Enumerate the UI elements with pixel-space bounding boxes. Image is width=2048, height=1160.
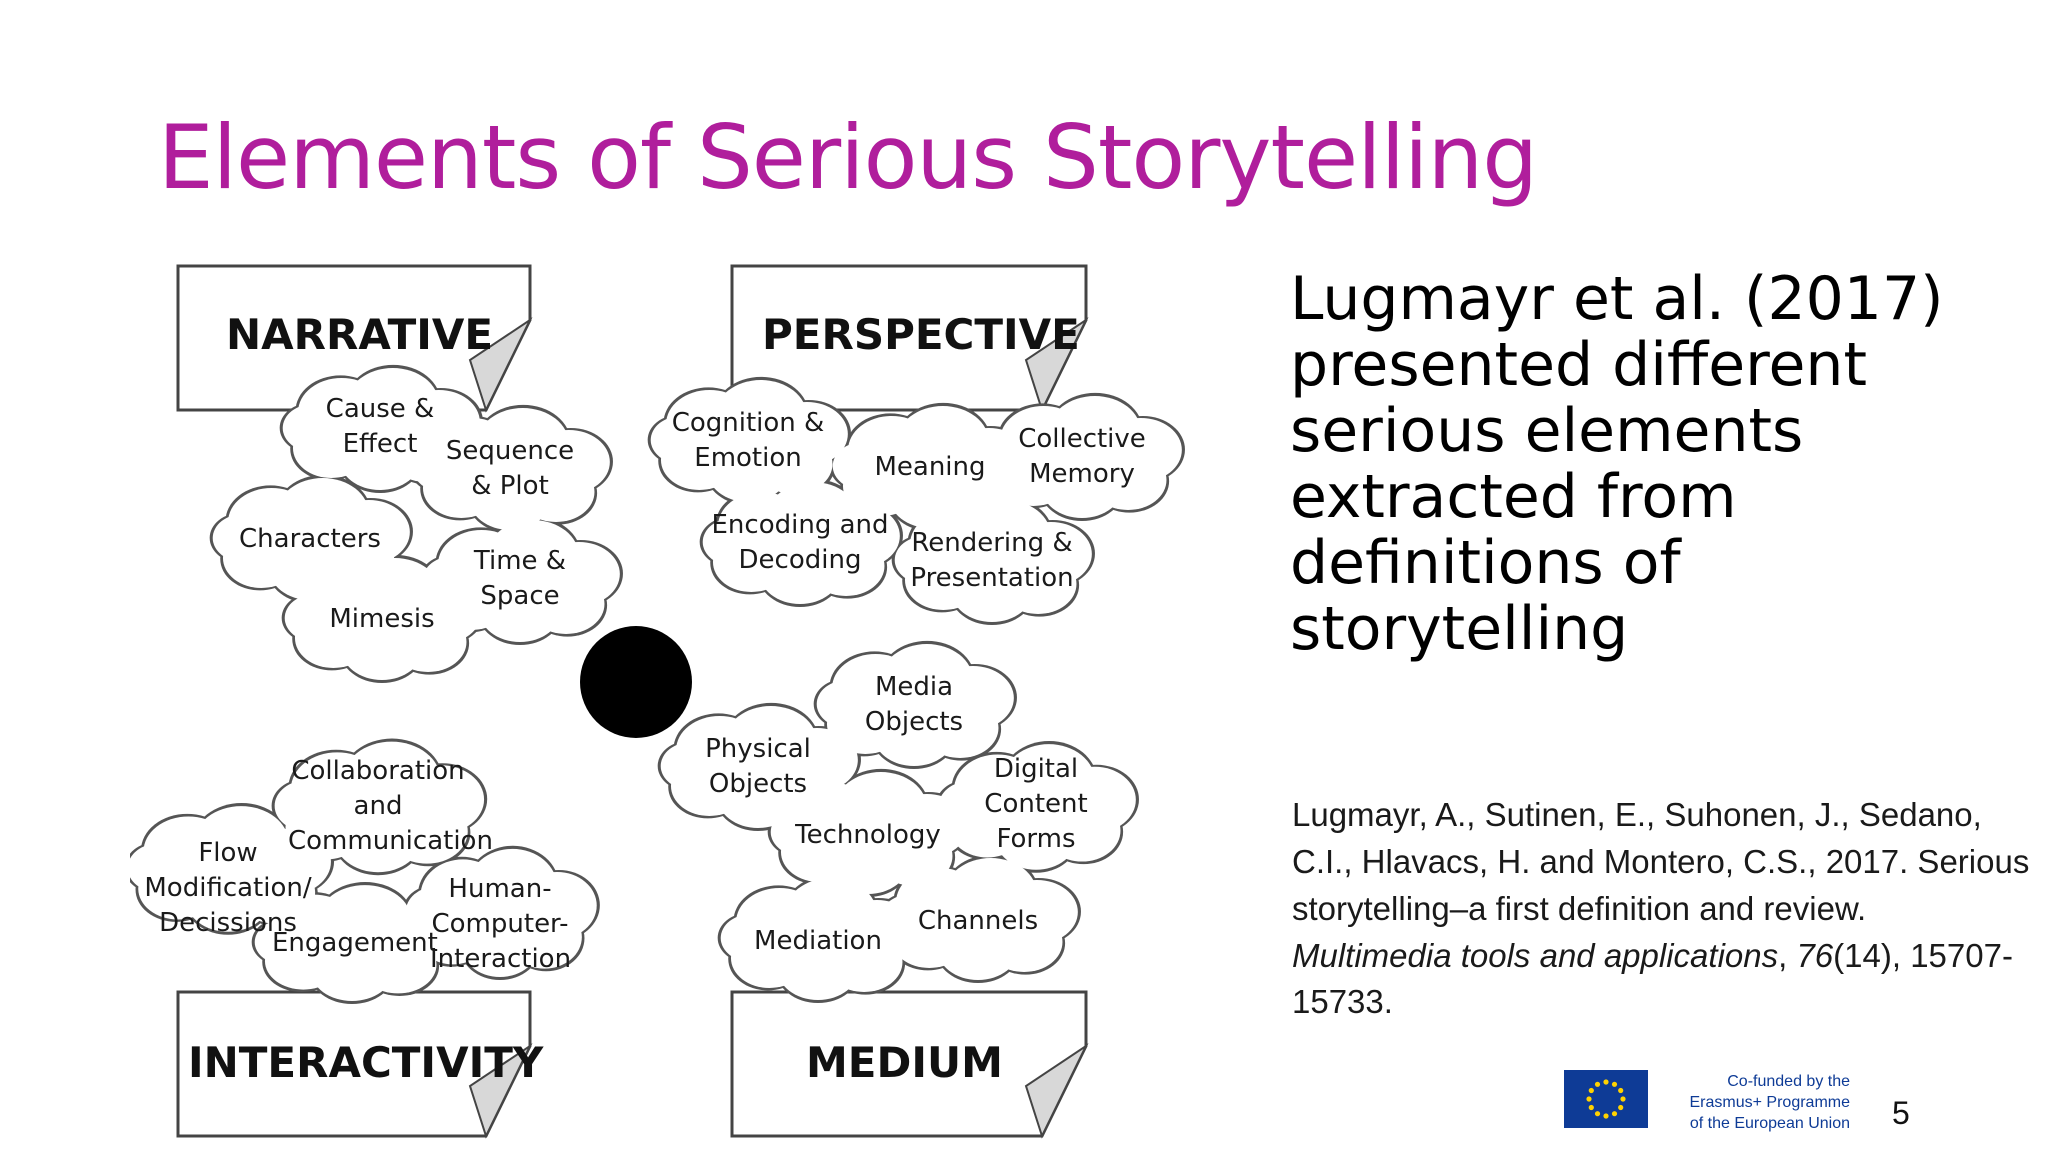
cloud-digital-content-forms: Digital Content Forms [984, 754, 1088, 855]
page-number: 5 [1892, 1095, 1910, 1131]
cloud-channels: Channels [917, 906, 1039, 936]
medium-box [730, 990, 1089, 1139]
perspective-box [730, 264, 1089, 413]
cloud-characters: Characters [239, 524, 381, 554]
cloud-technology: Technology [795, 820, 941, 850]
cloud-human-computer-interaction: Human- Computer- Interaction [430, 874, 572, 975]
reference-authors: Lugmayr, A., Sutinen, E., Suhonen, J., S… [1292, 796, 2030, 927]
reference-citation: Lugmayr, A., Sutinen, E., Suhonen, J., S… [1292, 792, 2032, 1026]
center-dot [580, 626, 692, 738]
cloud-mimesis: Mimesis [329, 604, 435, 634]
narrative-label: NARRATIVE [226, 310, 494, 359]
eu-flag-logo [1564, 1070, 1648, 1128]
reference-journal: Multimedia tools and applications [1292, 936, 1779, 974]
cloud-rendering-presentation: Rendering & Presentation [910, 528, 1074, 594]
cloud-flow-modification: Flow Modification/ Decissions [144, 838, 312, 939]
main-description: Lugmayr et al. (2017) presented differen… [1290, 264, 1944, 664]
cloud-collective-memory: Collective Memory [1018, 424, 1146, 490]
cloud-sequence-plot: Sequence & Plot [445, 436, 575, 502]
reference-separator: , [1778, 936, 1797, 974]
eu-stars-icon [1586, 1079, 1626, 1119]
eu-cofunded-text: Co-funded by the Erasmus+ Programme of t… [1689, 1073, 1851, 1132]
cloud-time-space: Time & Space [473, 546, 567, 612]
cloud-encoding-decoding: Encoding and Decoding [711, 510, 889, 576]
interactivity-box [176, 990, 533, 1139]
slide-title: Elements of Serious Storytelling [158, 106, 1538, 209]
cloud-engagement: Engagement [272, 928, 438, 958]
cloud-collaboration-communication: Collaboration and Communication [288, 756, 493, 857]
serious-storytelling-diagram: NARRATIVE PERSPECTIVE INTERACTIVITY MEDI… [130, 230, 1240, 1160]
reference-issue-pages: (14), 15707-15733. [1292, 936, 2013, 1021]
diagram-graphics [130, 264, 1185, 1139]
cloud-physical-objects: Physical Objects [705, 734, 811, 800]
medium-label: MEDIUM [806, 1038, 1003, 1087]
cloud-meaning: Meaning [874, 452, 986, 482]
interactivity-label: INTERACTIVITY [188, 1038, 544, 1087]
narrative-box [176, 264, 533, 413]
cloud-media-objects: Media Objects [864, 672, 964, 738]
cloud-cause-effect: Cause & Effect [325, 394, 435, 460]
perspective-label: PERSPECTIVE [762, 310, 1080, 359]
cloud-mediation: Mediation [754, 926, 882, 956]
reference-volume: 76 [1796, 936, 1834, 974]
cloud-cognition-emotion: Cognition & Emotion [671, 408, 825, 474]
